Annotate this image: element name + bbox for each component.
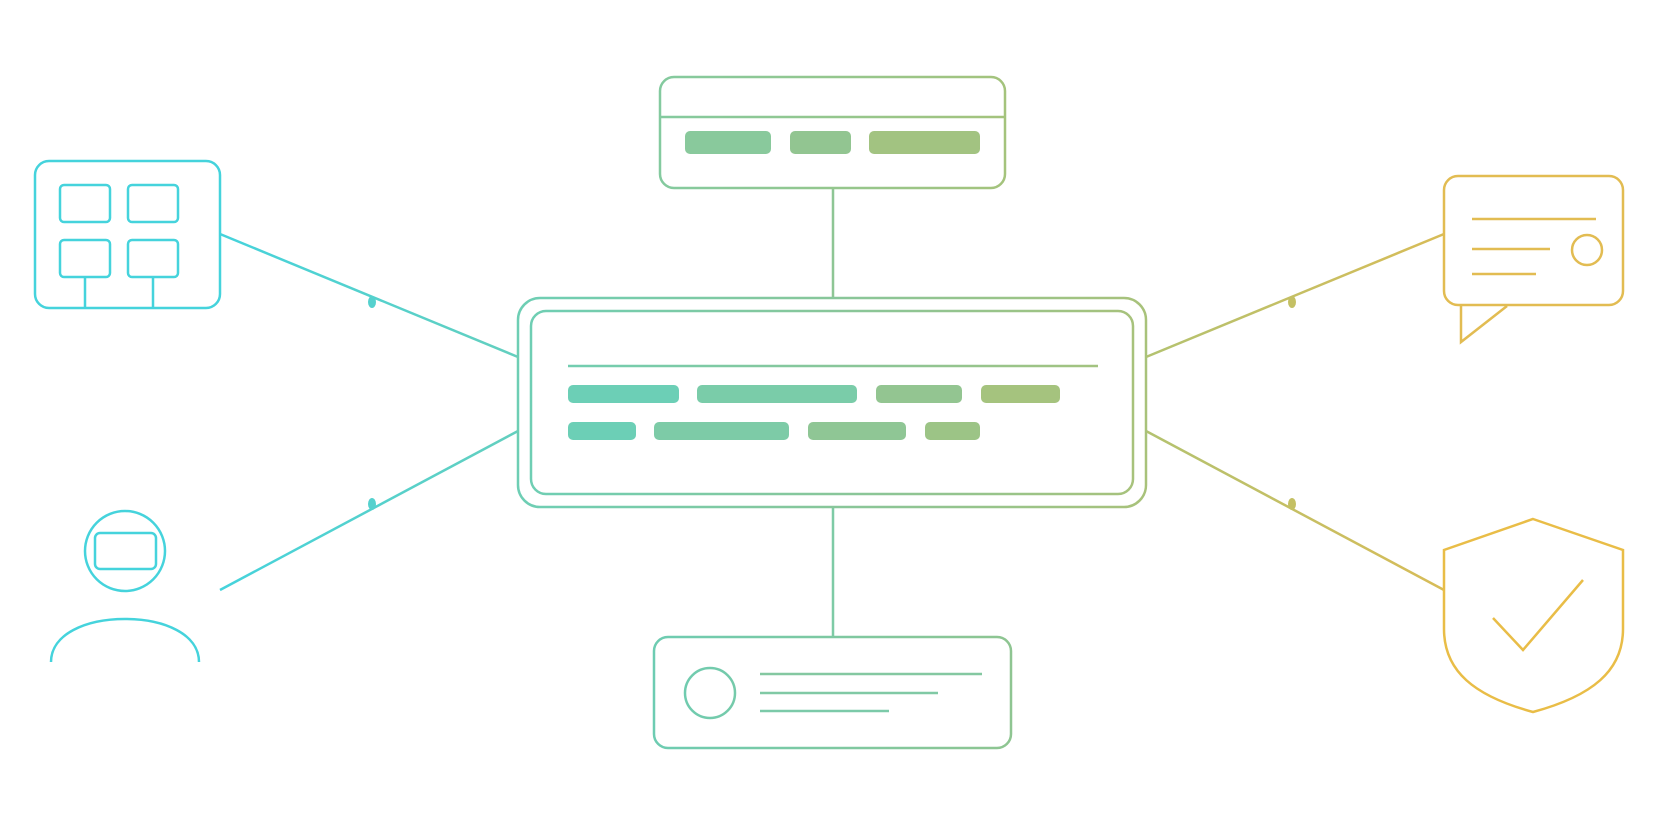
content-pill — [808, 422, 906, 440]
content-pill — [981, 385, 1060, 403]
profile-card-frame — [652, 635, 1013, 750]
grid-apps-frame — [33, 159, 222, 310]
content-pill — [925, 422, 980, 440]
content-pill — [568, 385, 679, 403]
content-pill — [685, 131, 771, 154]
center-card-pills-row-2 — [568, 422, 980, 440]
user-shoulders — [49, 617, 201, 663]
content-pill — [697, 385, 857, 403]
grid-tile — [58, 183, 112, 224]
connector-bottom-left — [219, 429, 519, 592]
user-icon — [49, 509, 201, 663]
shield-check-icon — [1442, 517, 1625, 714]
chat-bubble-icon — [1442, 174, 1625, 345]
content-pill — [568, 422, 636, 440]
connector-dot — [368, 498, 376, 510]
center-card-outer — [516, 296, 1148, 509]
content-pill — [654, 422, 789, 440]
avatar-circle — [683, 666, 737, 720]
grid-tile — [126, 183, 180, 224]
browser-window-frame — [658, 75, 1007, 190]
content-pill — [869, 131, 980, 154]
user-head-circle — [83, 509, 167, 593]
center-card-pills-row-1 — [568, 385, 1060, 403]
user-head-badge — [93, 531, 158, 571]
center-card-inner — [529, 309, 1135, 496]
chat-bubble-tail — [1459, 305, 1508, 345]
content-pill — [790, 131, 851, 154]
center-card — [516, 296, 1148, 509]
content-pill — [876, 385, 962, 403]
shield-outline — [1442, 517, 1625, 714]
check-mark — [1492, 579, 1584, 652]
profile-card-icon — [652, 635, 1013, 750]
connector-dot — [1288, 498, 1296, 510]
browser-window-icon — [658, 75, 1007, 190]
connector-dot — [1288, 296, 1296, 308]
chat-bubble-frame — [1442, 174, 1625, 307]
connector-dot — [368, 296, 376, 308]
connector-bottom-right — [1145, 429, 1445, 592]
grid-apps-icon — [33, 159, 222, 310]
chat-bubble-circle — [1570, 233, 1604, 267]
grid-tile — [126, 238, 180, 279]
grid-tile — [58, 238, 112, 279]
connector-top-right — [1145, 232, 1445, 359]
connector-top-left — [219, 232, 519, 359]
